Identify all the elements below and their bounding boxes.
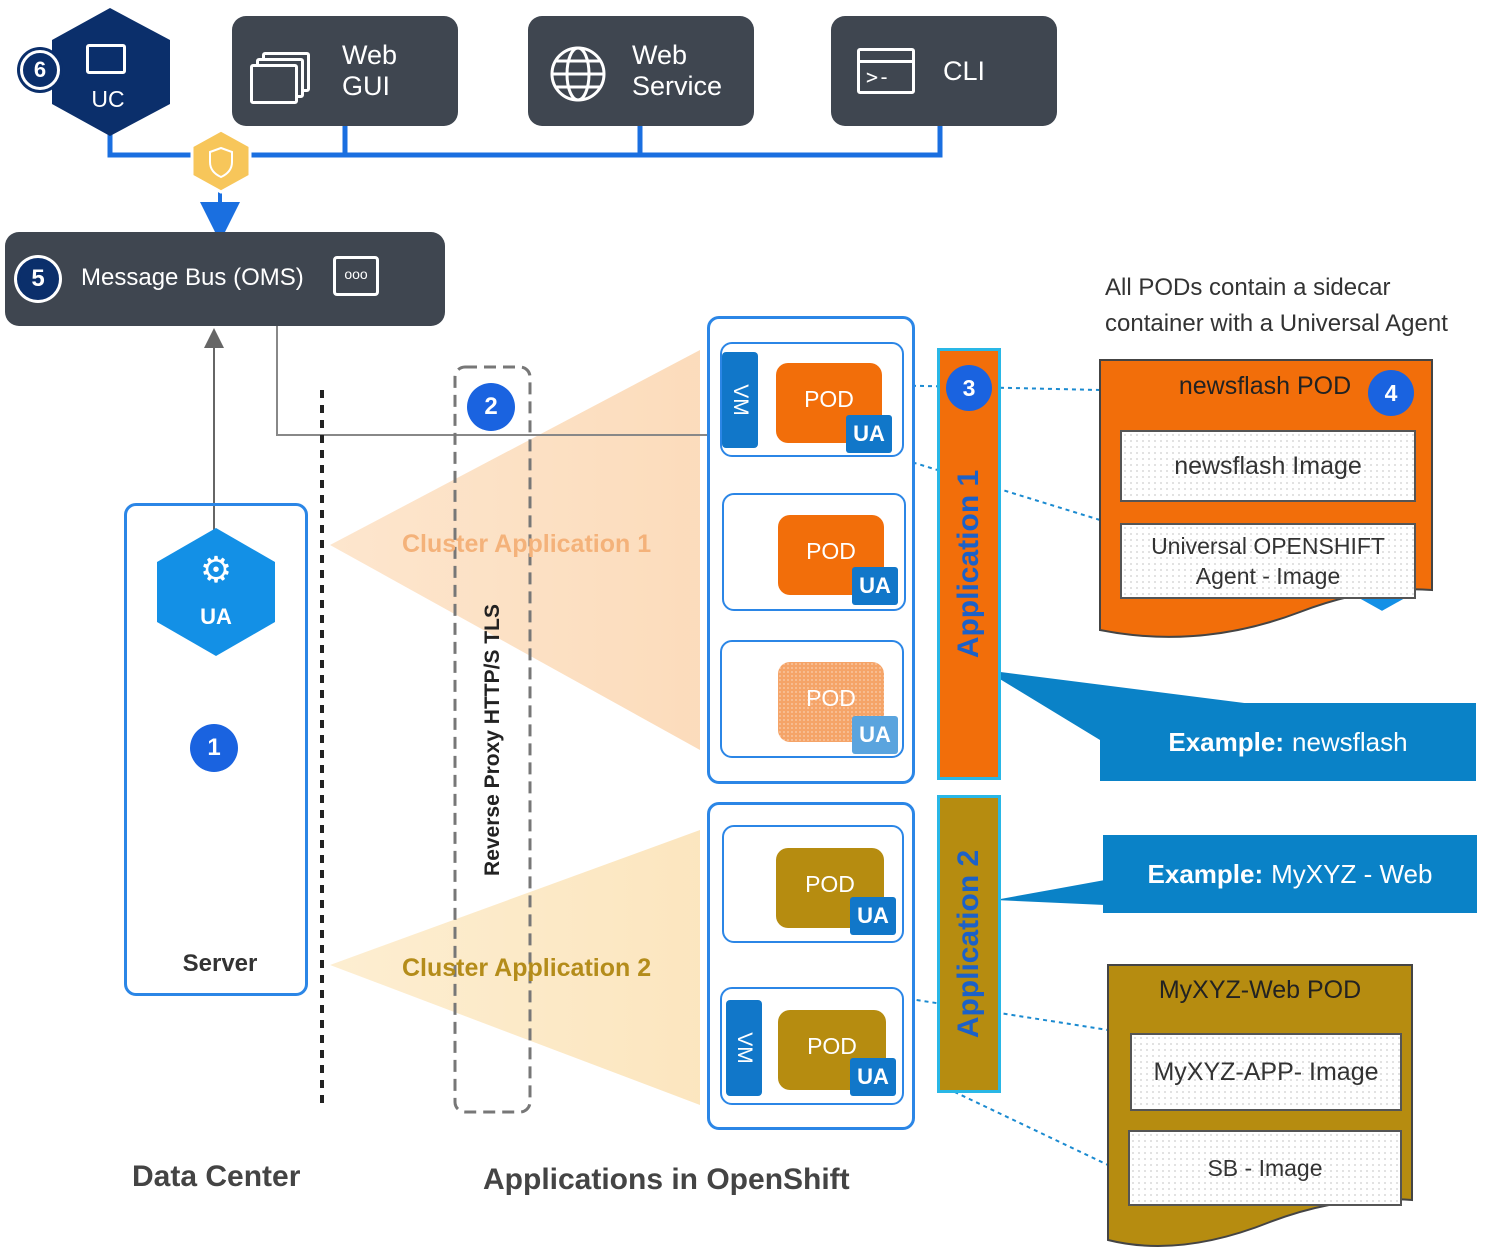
applications-in-openshift-label: Applications in OpenShift (483, 1163, 850, 1196)
web-service-box[interactable]: Web Service (528, 16, 754, 126)
message-bus-label: Message Bus (OMS) (81, 264, 304, 291)
example-2-pointer (995, 880, 1105, 905)
ua-badge-2a: UA (850, 897, 896, 935)
bus-to-vm-line (276, 325, 725, 436)
cli-label: CLI (943, 56, 986, 86)
cli-box[interactable]: >- CLI (831, 16, 1057, 126)
application-1-label: Application 1 (952, 469, 986, 659)
example-myxyz-value: MyXYZ - Web (1271, 858, 1433, 889)
universal-agent-image-box[interactable]: Universal OPENSHIFT Agent - Image (1120, 523, 1416, 599)
example-myxyz-prefix: Example: (1147, 858, 1264, 889)
myxyz-pod-title: MyXYZ-Web POD (1158, 976, 1362, 1004)
example-myxyz-callout: Example: MyXYZ - Web (1103, 835, 1477, 913)
server-ua-hexagon (157, 528, 275, 656)
ua-badge-2b: UA (850, 1058, 896, 1096)
proxy-number-badge: 2 (467, 383, 515, 431)
cluster-application-2-label: Cluster Application 2 (402, 954, 652, 982)
message-bus-number-badge: 5 (17, 258, 59, 300)
application-1-number-badge: 3 (946, 365, 992, 411)
web-gui-icon (250, 52, 310, 104)
shield-icon (209, 146, 233, 179)
data-center-label: Data Center (132, 1160, 301, 1193)
web-gui-label: Web GUI (342, 40, 398, 101)
example-newsflash-callout: Example: newsflash (1100, 703, 1476, 781)
vm-bar-2: VM (726, 1000, 762, 1096)
cluster-application-1-label: Cluster Application 1 (402, 530, 652, 558)
message-queue-icon: ooo (333, 256, 379, 296)
globe-icon (550, 46, 606, 102)
server-label: Server (182, 950, 258, 977)
reverse-proxy-box (453, 365, 532, 1114)
web-gui-box[interactable]: Web GUI (232, 16, 458, 126)
pod-detail-line-b (904, 459, 1101, 521)
newsflash-pod-title: newsflash POD (1178, 372, 1352, 400)
cluster-2-cone (330, 830, 700, 1105)
newsflash-pod-number-badge: 4 (1368, 370, 1414, 416)
uc-number-badge: 6 (20, 50, 60, 90)
pod-detail-line-d (939, 1084, 1109, 1166)
gear-icon: ⚙ (199, 549, 233, 590)
uc-label[interactable]: UC (91, 86, 125, 112)
ua-badge-1c: UA (852, 716, 898, 754)
ua-badge-1a: UA (846, 415, 892, 453)
uc-monitor-icon (86, 44, 126, 74)
security-hexagon (190, 128, 252, 194)
application-2-bar: Application 2 (937, 795, 1001, 1093)
server-box[interactable] (124, 503, 308, 996)
web-service-label: Web Service (632, 40, 723, 101)
server-number-badge: 1 (190, 724, 238, 772)
example-newsflash-prefix: Example: (1168, 726, 1284, 757)
message-bus-box[interactable]: 5 Message Bus (OMS) ooo (5, 232, 445, 326)
cluster-1-cone (330, 350, 700, 750)
example-newsflash-value: newsflash (1291, 726, 1408, 757)
newsflash-image-box[interactable]: newsflash Image (1120, 430, 1416, 502)
ua-badge-1b: UA (852, 567, 898, 605)
application-1-bar: Application 1 (937, 348, 1001, 780)
vm-bar-1: VM (722, 352, 758, 448)
sidecar-note: All PODs contain a sidecar container wit… (1105, 274, 1448, 337)
terminal-icon: >- (857, 48, 915, 94)
sb-image-box[interactable]: SB - Image (1128, 1130, 1402, 1206)
server-ua-label: UA (200, 604, 232, 629)
myxyz-app-image-box[interactable]: MyXYZ-APP- Image (1130, 1033, 1402, 1111)
application-2-label: Application 2 (952, 849, 986, 1039)
